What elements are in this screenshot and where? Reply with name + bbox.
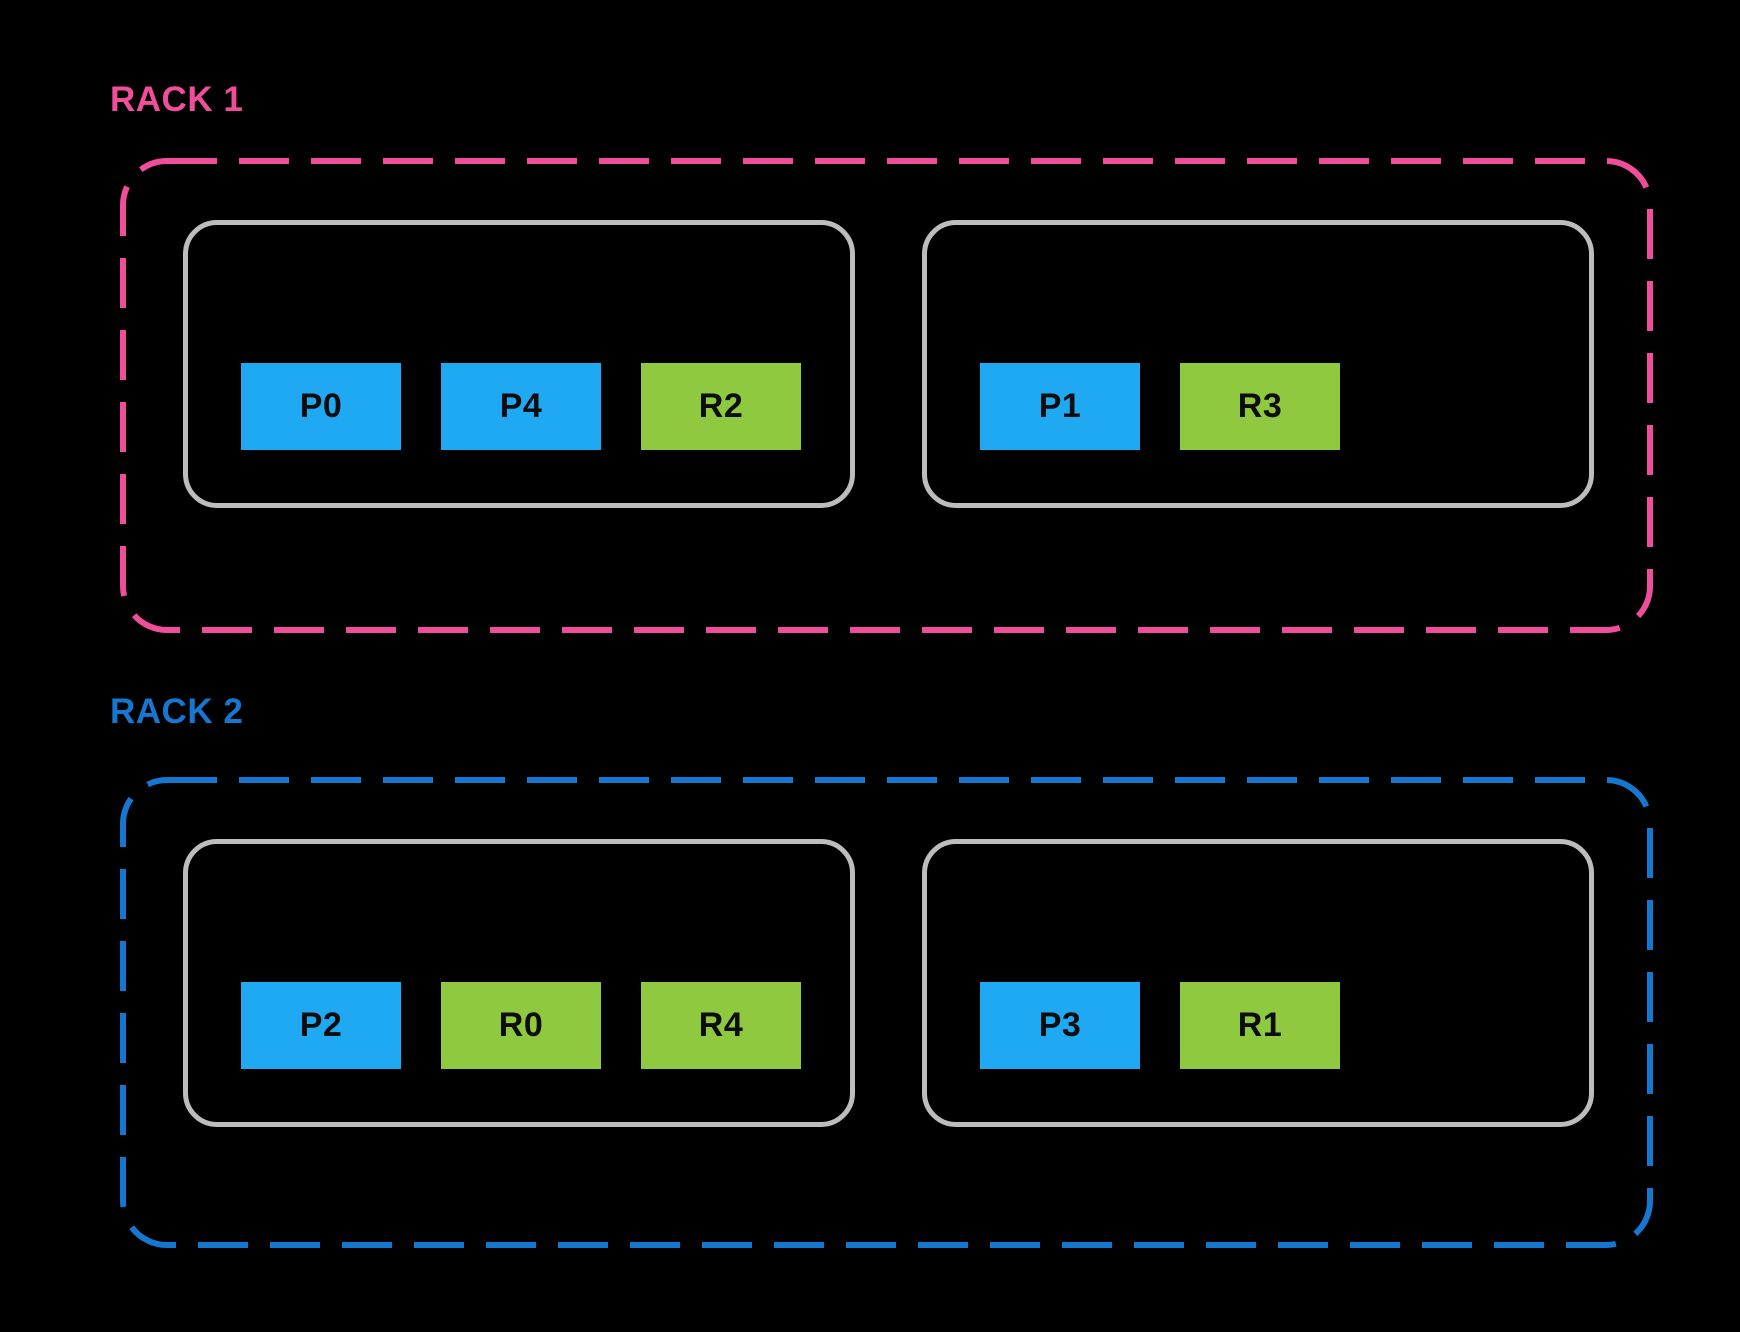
rack-1-node-1-slots: P0 P4 R2: [241, 363, 801, 450]
rack-1-boundary: P0 P4 R2 P1 R3: [120, 158, 1653, 633]
slot-r4: R4: [641, 982, 801, 1069]
rack-1-node-1: P0 P4 R2: [183, 220, 855, 508]
slot-r1: R1: [1180, 982, 1340, 1069]
slot-p1-label: P1: [1038, 387, 1082, 425]
slot-p3: P3: [980, 982, 1140, 1069]
slot-p2-label: P2: [299, 1006, 343, 1044]
slot-p1: P1: [980, 363, 1140, 450]
rack-1-label: RACK 1: [110, 80, 244, 119]
slot-p2: P2: [241, 982, 401, 1069]
slot-r3-label: R3: [1237, 387, 1283, 425]
rack-2-node-1-slots: P2 R0 R4: [241, 982, 801, 1069]
slot-r0-label: R0: [498, 1006, 544, 1044]
slot-p0: P0: [241, 363, 401, 450]
rack-2-dashed-border-rect: [120, 777, 1653, 1248]
slot-r2-label: R2: [698, 387, 744, 425]
rack-2-node-2: P3 R1: [922, 839, 1594, 1127]
rack-2-node-1: P2 R0 R4: [183, 839, 855, 1127]
rack-2-node-2-slots: P3 R1: [980, 982, 1340, 1069]
slot-r0: R0: [441, 982, 601, 1069]
rack-2-label: RACK 2: [110, 692, 244, 731]
rack-1-node-2: P1 R3: [922, 220, 1594, 508]
slot-r3: R3: [1180, 363, 1340, 450]
rack-1-dashed-border: [120, 158, 1653, 633]
rack-2-dashed-border: [120, 777, 1653, 1248]
slot-p4: P4: [441, 363, 601, 450]
rack-2-boundary: P2 R0 R4 P3 R1: [120, 777, 1653, 1248]
slot-p3-label: P3: [1038, 1006, 1082, 1044]
slot-p4-label: P4: [499, 387, 543, 425]
rack-1-node-2-slots: P1 R3: [980, 363, 1340, 450]
slot-r2: R2: [641, 363, 801, 450]
slot-r1-label: R1: [1237, 1006, 1283, 1044]
slot-r4-label: R4: [698, 1006, 744, 1044]
rack-1-dashed-border-rect: [120, 158, 1653, 633]
slot-p0-label: P0: [299, 387, 343, 425]
